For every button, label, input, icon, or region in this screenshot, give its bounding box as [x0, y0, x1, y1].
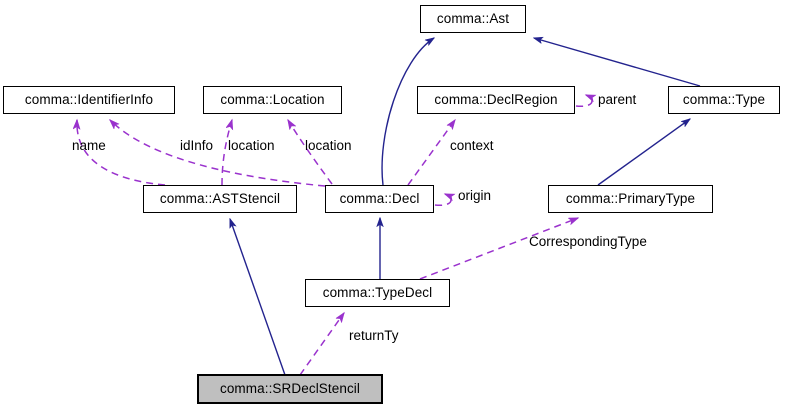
- edge-typedecl-to-primarytype: [419, 217, 578, 280]
- edge-label-location-aststencil: location: [228, 138, 275, 153]
- node-label: comma::SRDeclStencil: [219, 381, 361, 397]
- edge-aststencil-to-identifierinfo: [77, 120, 166, 186]
- edge-label-idinfo: idInfo: [180, 138, 214, 153]
- node-comma-identifierinfo[interactable]: comma::IdentifierInfo: [3, 86, 175, 114]
- edge-label-correspondingtype: CorrespondingType: [529, 234, 647, 249]
- node-label: comma::Decl: [339, 191, 420, 207]
- edge-decl-to-identifierinfo: [110, 120, 326, 187]
- node-comma-type[interactable]: comma::Type: [668, 86, 780, 114]
- node-comma-typedecl[interactable]: comma::TypeDecl: [305, 279, 450, 307]
- node-label: comma::PrimaryType: [565, 191, 696, 207]
- edge-type-to-ast: [534, 38, 701, 87]
- node-comma-location[interactable]: comma::Location: [203, 86, 342, 114]
- node-label: comma::IdentifierInfo: [24, 92, 154, 108]
- node-comma-ast[interactable]: comma::Ast: [420, 5, 526, 33]
- node-label: comma::Location: [220, 92, 325, 108]
- edge-decl-to-location: [288, 120, 333, 185]
- node-label: comma::DeclRegion: [434, 92, 558, 108]
- node-comma-primarytype[interactable]: comma::PrimaryType: [548, 185, 713, 213]
- node-label: comma::Type: [682, 92, 766, 108]
- edge-label-returnty: returnTy: [349, 328, 399, 343]
- edge-decl-self-origin: [434, 193, 451, 207]
- edge-label-location-decl: location: [305, 138, 352, 153]
- node-comma-decl[interactable]: comma::Decl: [325, 185, 434, 213]
- node-comma-aststencil[interactable]: comma::ASTStencil: [143, 185, 297, 213]
- edge-decl-to-declregion: [407, 120, 455, 186]
- association-edges: [77, 94, 592, 376]
- edge-srdeclstencil-to-aststencil: [229, 219, 286, 376]
- edge-decl-to-ast: [381, 38, 434, 186]
- edge-primarytype-to-type: [597, 119, 690, 186]
- node-label: comma::Ast: [436, 11, 510, 27]
- node-label: comma::ASTStencil: [159, 191, 281, 207]
- edge-label-origin: origin: [458, 188, 492, 203]
- node-comma-declregion[interactable]: comma::DeclRegion: [417, 86, 575, 114]
- edge-aststencil-to-location: [221, 120, 232, 186]
- inheritance-edges: [229, 38, 701, 376]
- edge-declregion-self-parent: [575, 94, 592, 108]
- edge-label-context: context: [450, 138, 494, 153]
- edge-label-parent: parent: [598, 92, 637, 107]
- edge-srdeclstencil-to-typedecl: [299, 313, 344, 376]
- node-label: comma::TypeDecl: [322, 285, 433, 301]
- node-comma-srdeclstencil[interactable]: comma::SRDeclStencil: [198, 375, 382, 403]
- edge-label-name: name: [72, 138, 106, 153]
